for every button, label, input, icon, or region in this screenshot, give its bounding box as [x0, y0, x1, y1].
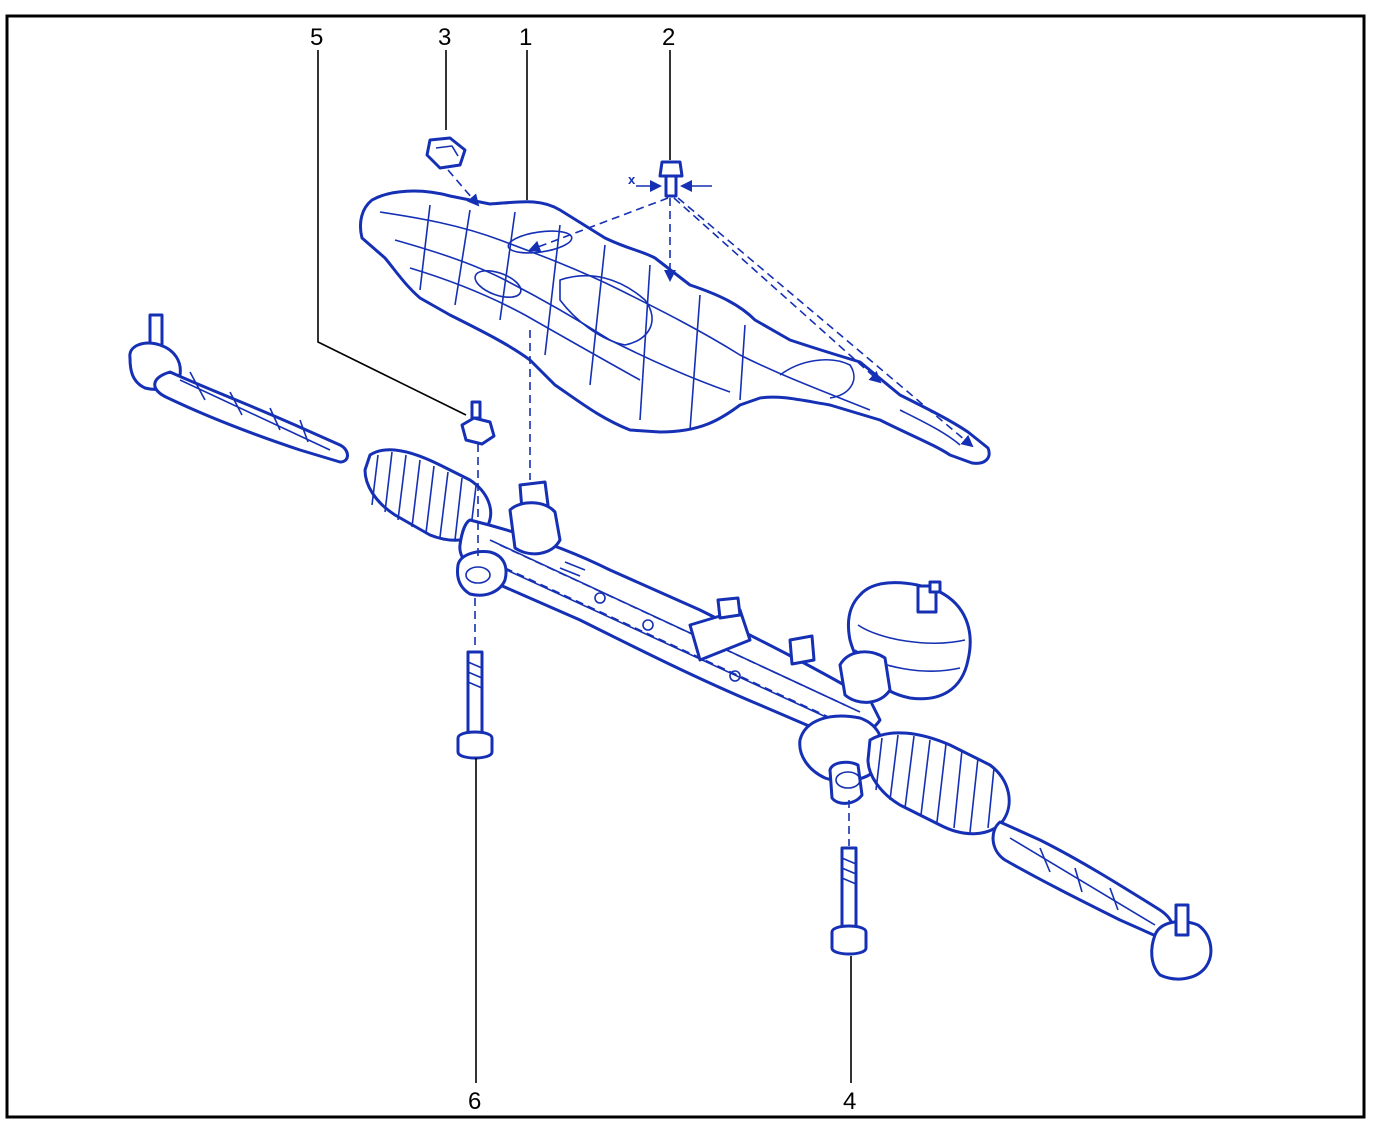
heat-shield-bolt: x — [628, 160, 712, 198]
callout-1: 1 — [519, 24, 532, 51]
callout-6: 6 — [468, 1088, 481, 1115]
gear-mounting-bolt-right — [830, 846, 868, 956]
gear-mounting-bolt-left — [456, 650, 494, 760]
heat-shield — [358, 189, 991, 465]
nut-clip — [425, 136, 467, 170]
callout-3: 3 — [438, 24, 451, 51]
callout-5: 5 — [310, 24, 323, 51]
dimension-marker: x — [628, 172, 636, 187]
gear-mounting-nut — [460, 400, 496, 446]
assembly-lines — [447, 169, 974, 846]
steering-gear — [128, 313, 1213, 981]
leader-lines — [317, 50, 852, 1083]
callout-2: 2 — [662, 24, 675, 51]
diagram-frame — [5, 14, 1366, 1119]
callout-4: 4 — [843, 1088, 856, 1115]
